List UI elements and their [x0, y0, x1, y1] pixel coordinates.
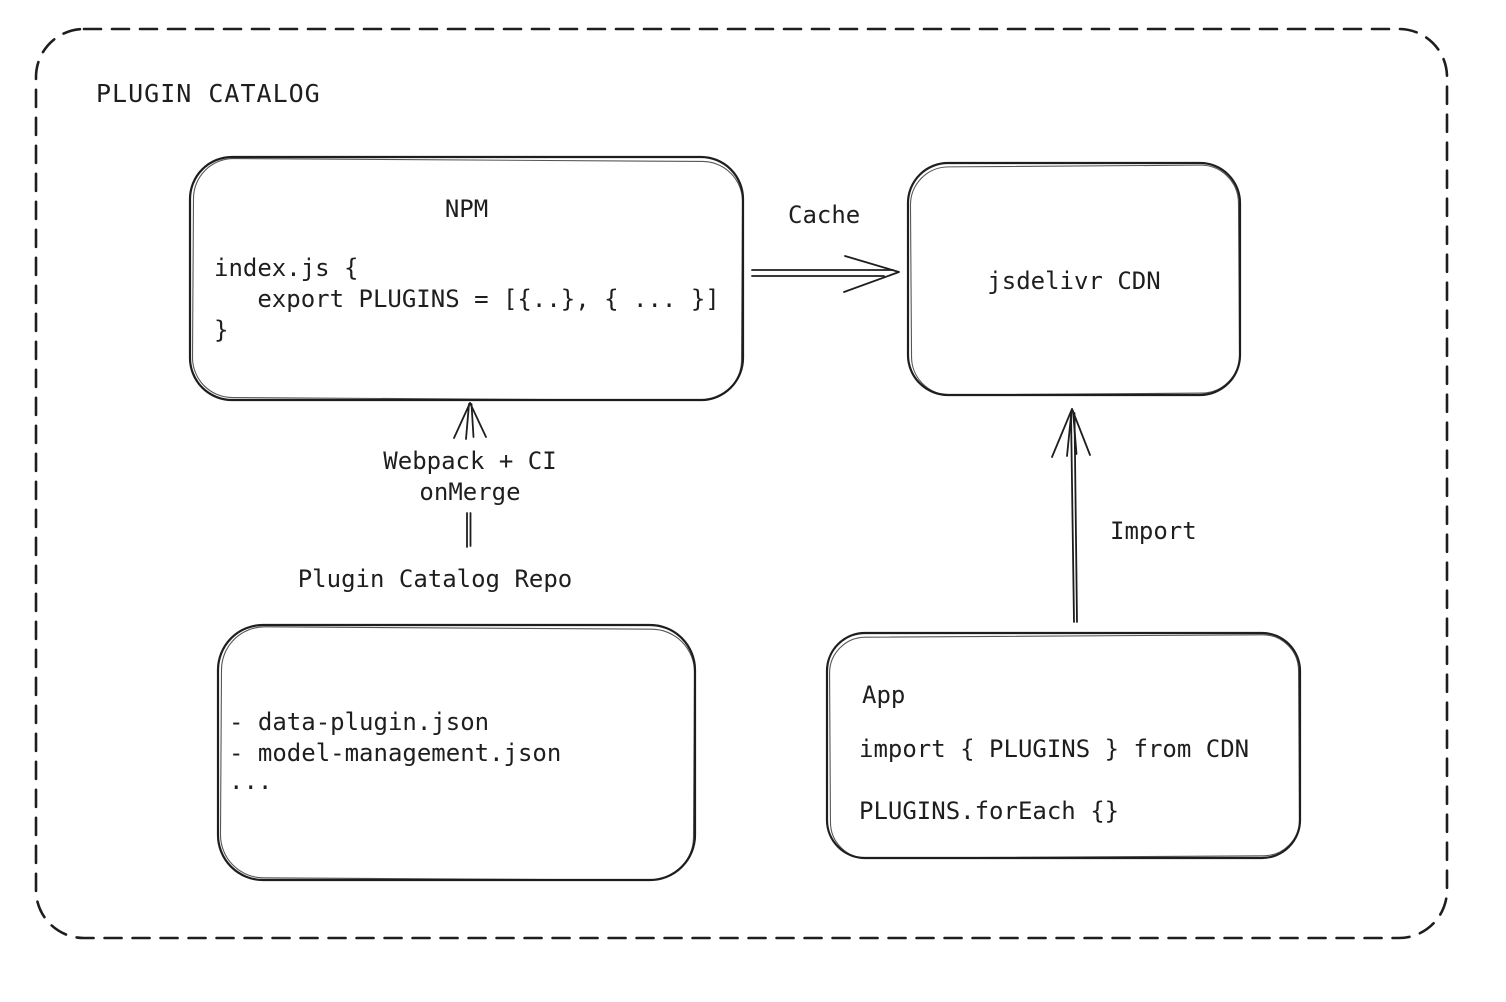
page-title: PLUGIN CATALOG — [96, 79, 321, 108]
cdn-box-shape — [906, 161, 1242, 397]
repo-title: Plugin Catalog Repo — [297, 565, 573, 593]
cache-arrow-label: Cache — [788, 201, 861, 229]
repo-file-line-3: ... — [229, 767, 273, 795]
plugin-catalog-frame — [34, 27, 1449, 940]
app-code-line-2: PLUGINS.forEach {} — [859, 797, 1120, 825]
npm-code-line-1: index.js { — [214, 254, 359, 282]
repo-file-line-1: - data-plugin.json — [229, 708, 490, 736]
cache-arrow — [751, 255, 900, 293]
import-arrow-label: Import — [1110, 517, 1197, 545]
app-box-shape — [825, 631, 1302, 860]
build-arrow-label-line2: onMerge — [419, 478, 521, 506]
repo-file-line-2: - model-management.json — [229, 739, 562, 767]
import-arrow — [1051, 408, 1091, 623]
repo-box-shape — [216, 623, 697, 882]
npm-box-shape — [188, 155, 745, 402]
app-code-line-1: import { PLUGINS } from CDN — [859, 735, 1250, 763]
npm-code-line-2: export PLUGINS = [{..}, { ... }] — [214, 285, 720, 313]
npm-code-line-3: } — [214, 316, 229, 344]
app-title: App — [862, 681, 906, 709]
cdn-label: jsdelivr CDN — [987, 267, 1161, 295]
npm-title: NPM — [444, 195, 489, 223]
build-arrow — [453, 402, 487, 548]
build-arrow-label-line1: Webpack + CI — [383, 447, 557, 475]
